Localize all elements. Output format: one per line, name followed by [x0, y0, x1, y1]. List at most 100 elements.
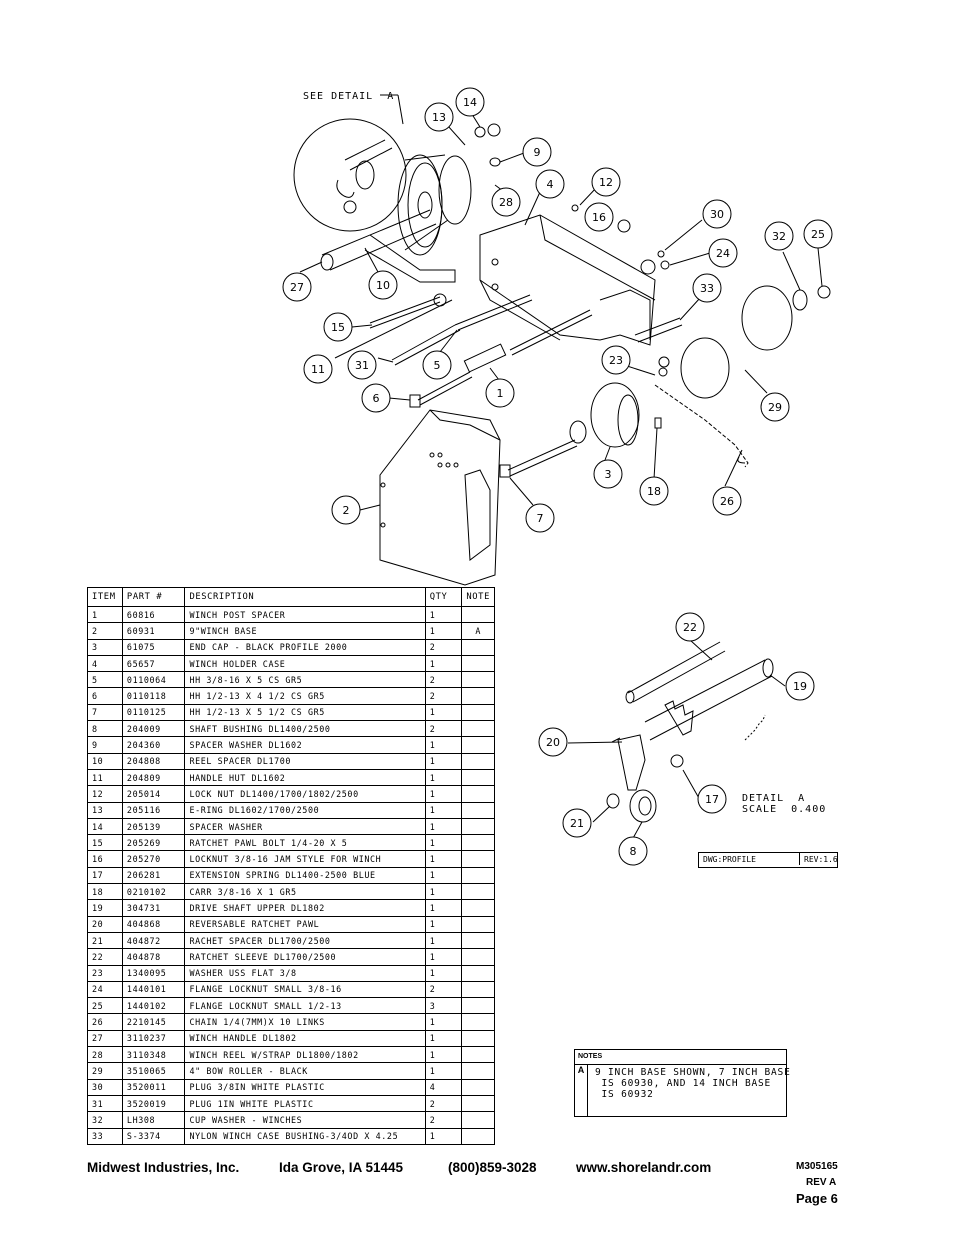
cell-item: 23	[87, 964, 123, 982]
callout-circle	[785, 671, 815, 701]
cell-note	[461, 687, 495, 705]
callout-circle	[593, 459, 623, 489]
cell-item: 17	[87, 866, 123, 885]
cell-item: 13	[87, 801, 123, 819]
cell-note	[461, 1127, 495, 1145]
cell-qty: 1	[424, 654, 463, 673]
cell-description: FLANGE LOCKNUT SMALL 3/8-16	[184, 980, 426, 999]
cell-note	[461, 1094, 495, 1113]
cell-qty: 1	[424, 850, 463, 868]
cell-qty: 2	[424, 671, 463, 689]
callout-circle	[422, 350, 452, 380]
cell-part: 61075	[121, 638, 186, 656]
callout-circle	[525, 503, 555, 533]
cell-item: 27	[87, 1029, 123, 1048]
callout-number: 31	[355, 359, 369, 372]
cell-part: 3520011	[121, 1078, 186, 1096]
cell-note	[461, 964, 495, 982]
cell-description: CHAIN 1/4(7MM)X 10 LINKS	[184, 1013, 426, 1031]
cell-part: 1440101	[121, 980, 186, 999]
cell-part: 204009	[121, 720, 186, 738]
cell-part: 0210102	[121, 883, 186, 901]
callout-circle	[522, 137, 552, 167]
callout-number: 9	[534, 146, 541, 159]
cell-part: 404868	[121, 915, 186, 933]
cell-part: 2210145	[121, 1013, 186, 1031]
cell-qty: 1	[424, 948, 463, 966]
cell-qty: 3	[424, 997, 463, 1015]
detail-scale: SCALE 0.400	[742, 804, 827, 815]
cell-item: 2	[87, 622, 123, 640]
cell-note	[461, 638, 495, 656]
cell-description: RACHET SPACER DL1700/2500	[184, 931, 426, 950]
cell-note	[461, 866, 495, 885]
notes-box: NOTES A 9 INCH BASE SHOWN, 7 INCH BASE I…	[574, 1049, 790, 1117]
callout-number: 25	[811, 228, 825, 241]
cell-description: CARR 3/8-16 X 1 GR5	[184, 883, 426, 901]
header-item: ITEM	[87, 587, 123, 607]
cell-part: 304731	[121, 899, 186, 917]
callout-number: 8	[630, 845, 637, 858]
cell-item: 5	[87, 671, 123, 689]
detail-circle	[293, 118, 407, 232]
cell-description: DRIVE SHAFT UPPER DL1802	[184, 899, 426, 917]
footer-company: Midwest Industries, Inc.	[87, 1160, 240, 1175]
cell-note	[461, 768, 495, 787]
cell-note	[461, 834, 495, 852]
cell-qty: 1	[424, 1127, 463, 1145]
cell-qty: 2	[424, 638, 463, 656]
callout-number: 16	[592, 211, 606, 224]
cell-note	[461, 736, 495, 754]
cell-item: 24	[87, 980, 123, 999]
cell-part: 204809	[121, 768, 186, 787]
cell-description: FLANGE LOCKNUT SMALL 1/2-13	[184, 997, 426, 1015]
cell-part: 3110237	[121, 1029, 186, 1048]
cell-qty: 1	[424, 622, 463, 640]
header-description: DESCRIPTION	[184, 587, 426, 607]
cell-item: 31	[87, 1094, 123, 1113]
callout-number: 32	[772, 230, 786, 243]
cell-qty: 1	[424, 736, 463, 754]
cell-note	[461, 850, 495, 868]
cell-note	[461, 801, 495, 819]
cell-note	[461, 899, 495, 917]
cell-qty: 1	[424, 752, 463, 770]
cell-note	[461, 703, 495, 722]
callout-circle	[424, 102, 454, 132]
callout-circle	[368, 270, 398, 300]
dwg-profile: DWG:PROFILE	[703, 855, 756, 864]
callout-number: 3	[605, 468, 612, 481]
cell-description: EXTENSION SPRING DL1400-2500 BLUE	[184, 866, 426, 885]
cell-description: HH 1/2-13 X 4 1/2 CS GR5	[184, 687, 426, 705]
cell-item: 18	[87, 883, 123, 901]
cell-qty: 2	[424, 1094, 463, 1113]
callout-number: 33	[700, 282, 714, 295]
cell-qty: 1	[424, 899, 463, 917]
callout-number: 19	[793, 680, 807, 693]
detail-label: DETAIL A	[742, 793, 806, 804]
cell-note	[461, 1029, 495, 1048]
callout-circle	[702, 199, 732, 229]
cell-note	[461, 948, 495, 966]
cell-note	[461, 1078, 495, 1096]
cell-note	[461, 1046, 495, 1064]
cell-description: HANDLE HUT DL1602	[184, 768, 426, 787]
callout-number: 15	[331, 321, 345, 334]
cell-note	[461, 752, 495, 770]
cell-qty: 1	[424, 883, 463, 901]
cell-description: WINCH HOLDER CASE	[184, 654, 426, 673]
